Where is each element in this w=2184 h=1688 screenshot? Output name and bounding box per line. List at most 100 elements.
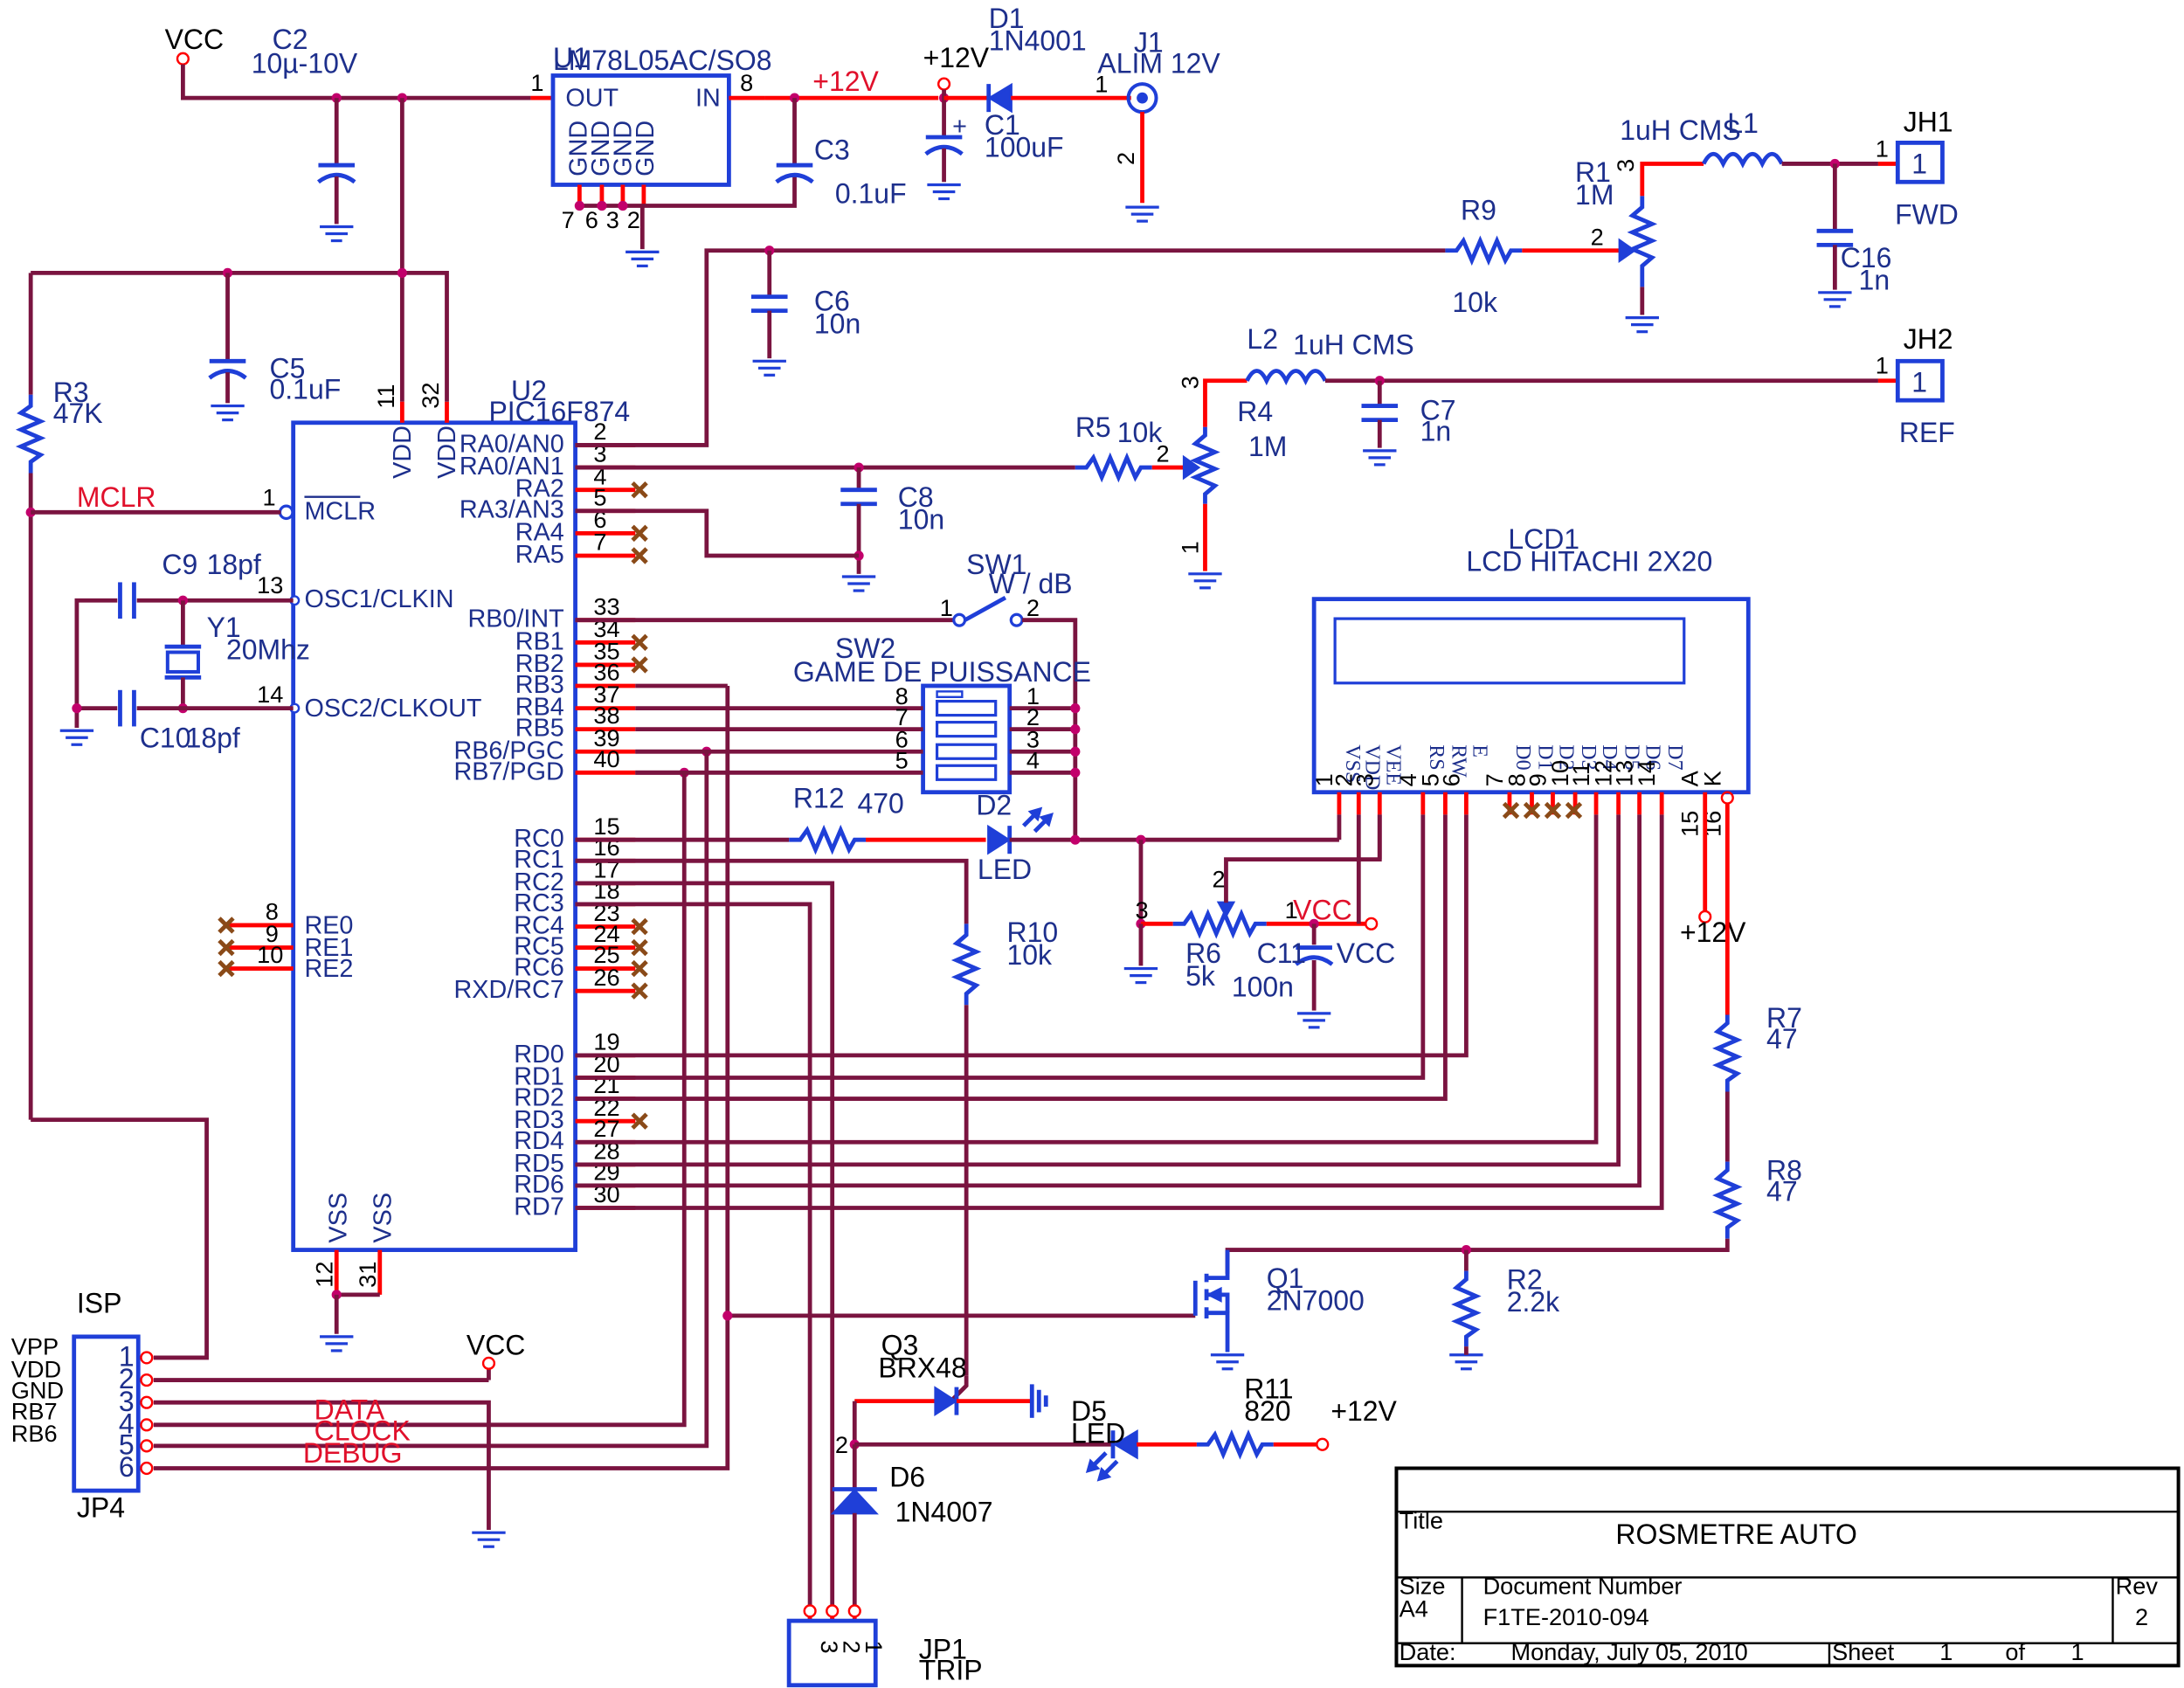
u2-vss-2: VSS [370, 1193, 397, 1243]
l2-value: 1uH CMS [1293, 329, 1414, 360]
u2-re1: RE1 [304, 934, 353, 962]
u2-pin9-num: 9 [266, 920, 279, 947]
u2-right-pin-label: RB1 [515, 627, 564, 655]
u2-right-pin-num: 35 [593, 638, 619, 665]
sheets-total: 1 [2071, 1638, 2084, 1665]
no-connect-mark [631, 982, 648, 1000]
r3-value: 47K [53, 398, 103, 429]
u2-right-pin-label: RC2 [514, 868, 564, 896]
u1-gnd-1: GND [564, 121, 592, 176]
sw2-left-pin-num: 5 [895, 746, 909, 773]
c7-value: 1n [1420, 416, 1452, 447]
u2-pin31-num: 31 [354, 1262, 381, 1288]
lcd-pin-num: 1 [1310, 773, 1337, 786]
u2-right-pin-num: 25 [593, 941, 619, 968]
lcd-pin-label: D1 [1534, 744, 1557, 770]
c1-value: 100uF [985, 131, 1064, 163]
r11-value: 820 [1244, 1395, 1290, 1427]
u1-gnd-num-6: 6 [585, 206, 598, 233]
c5-ref: C5 [270, 353, 306, 384]
lcd-pin-15: 15 [1676, 811, 1704, 837]
size-label: Size [1400, 1573, 1446, 1600]
r10-value: 10k [1006, 939, 1053, 971]
u2-right-pin-num: 38 [593, 702, 619, 729]
d2-ref: D2 [976, 789, 1012, 820]
r5-value: 10k [1117, 417, 1164, 448]
u2-pin10-num: 10 [257, 941, 283, 968]
u1-value: LM78L05AC/SO8 [553, 45, 772, 76]
u1-pin-out-num: 1 [530, 69, 543, 96]
sw2-right-pin-num: 3 [1026, 725, 1040, 752]
d6-value: 1N4007 [895, 1496, 993, 1527]
u2-right-pin-label: RC3 [514, 889, 564, 917]
d2-value: LED [978, 854, 1032, 885]
net-12v-label: +12V [812, 66, 879, 97]
r9-ref: R9 [1461, 194, 1496, 225]
c16-value: 1n [1859, 265, 1890, 296]
lcd-pin-label: VEE [1381, 744, 1404, 785]
lcd-pin-num: 13 [1611, 760, 1638, 786]
r6-ref: R6 [1185, 937, 1221, 969]
lcd-pin-num: 10 [1546, 760, 1573, 786]
date-value: Monday, July 05, 2010 [1511, 1638, 1748, 1665]
sheet-value: 1 [1939, 1638, 1952, 1665]
u2-pin32-num: 32 [417, 382, 444, 408]
pic-microcontroller: U2 PIC16F874 11 32 VDD VDD VSS VSS 12 31… [218, 375, 728, 1352]
jp1-body [786, 1618, 878, 1688]
r8-ref: R8 [1766, 1154, 1802, 1186]
docnum-value: F1TE-2010-094 [1483, 1603, 1649, 1630]
j1-value: ALIM 12V [1097, 47, 1220, 79]
trip-output: R10 10k Q3 BRX48 2 D5 LED R11 820 +12V D [575, 858, 1398, 1688]
no-connect-mark [631, 633, 648, 652]
jp4-pin-num: 5 [119, 1429, 135, 1460]
u2-pin11-num: 11 [372, 384, 399, 409]
sw1-pin1: 1 [940, 594, 953, 621]
lcd-a-12v: +12V [1680, 917, 1746, 948]
r6-value: 5k [1185, 960, 1216, 992]
no-connect-mark [631, 524, 648, 543]
u2-right-pin-label: RA5 [515, 541, 564, 569]
backlight-driver: Q1 2N7000 R2 2.2k [722, 1249, 1560, 1371]
c1-polarity: + [952, 113, 967, 141]
j1-pin2: 2 [1112, 152, 1139, 165]
y1-crystal [165, 650, 200, 674]
q3-ref: Q3 [881, 1330, 919, 1361]
u2-re0: RE0 [304, 911, 353, 939]
sw2-left-pin-num: 8 [895, 682, 909, 709]
oscillator: C9 18pf Y1 20Mhz C10 18pf [59, 549, 310, 753]
r11-ref: R11 [1244, 1373, 1293, 1404]
u1-gnd-num-2: 2 [627, 206, 640, 233]
jp4-sig-rb6: RB6 [11, 1420, 58, 1447]
c7-ref: C7 [1420, 395, 1456, 426]
u2-right-pin-num: 24 [593, 920, 619, 947]
sw2-ref: SW2 [835, 633, 895, 664]
u2-right-pin-label: RB3 [515, 671, 564, 699]
u2-pin8-num: 8 [266, 897, 279, 924]
jp4-body [72, 1334, 141, 1493]
u1-gnd-4: GND [632, 121, 660, 176]
c8-value: 10n [898, 504, 944, 536]
lcd-pin-num: 3 [1351, 773, 1378, 786]
jh2-pin: 1 [1911, 367, 1927, 398]
sw2-left-pin-num: 6 [895, 725, 909, 752]
r6-pin3: 3 [1136, 896, 1149, 924]
u2-ref: U2 [511, 375, 547, 406]
lcd-pin-label: D4 [1598, 744, 1621, 770]
jp4-pin-terminal [140, 1373, 154, 1387]
u2-pin13-num: 13 [257, 571, 283, 598]
u2-vss-1: VSS [324, 1193, 352, 1243]
lcd-pin-label: RS [1425, 744, 1448, 770]
u2-pin12-num: 12 [310, 1262, 337, 1288]
u2-pin14-num: 14 [257, 681, 283, 708]
r4-value: 1M [1248, 431, 1287, 462]
jh2-label: REF [1899, 417, 1955, 448]
sheet-of-label: of [2005, 1638, 2025, 1665]
u2-right-pin-label: RD2 [514, 1084, 564, 1112]
u1-pin-in-num: 8 [740, 69, 753, 96]
jp1-pin3: 3 [816, 1641, 843, 1654]
u2-right-pin-num: 2 [593, 418, 606, 445]
u2-right-pin-label: RXD/RC7 [453, 976, 563, 1004]
q1-value: 2N7000 [1267, 1284, 1365, 1316]
